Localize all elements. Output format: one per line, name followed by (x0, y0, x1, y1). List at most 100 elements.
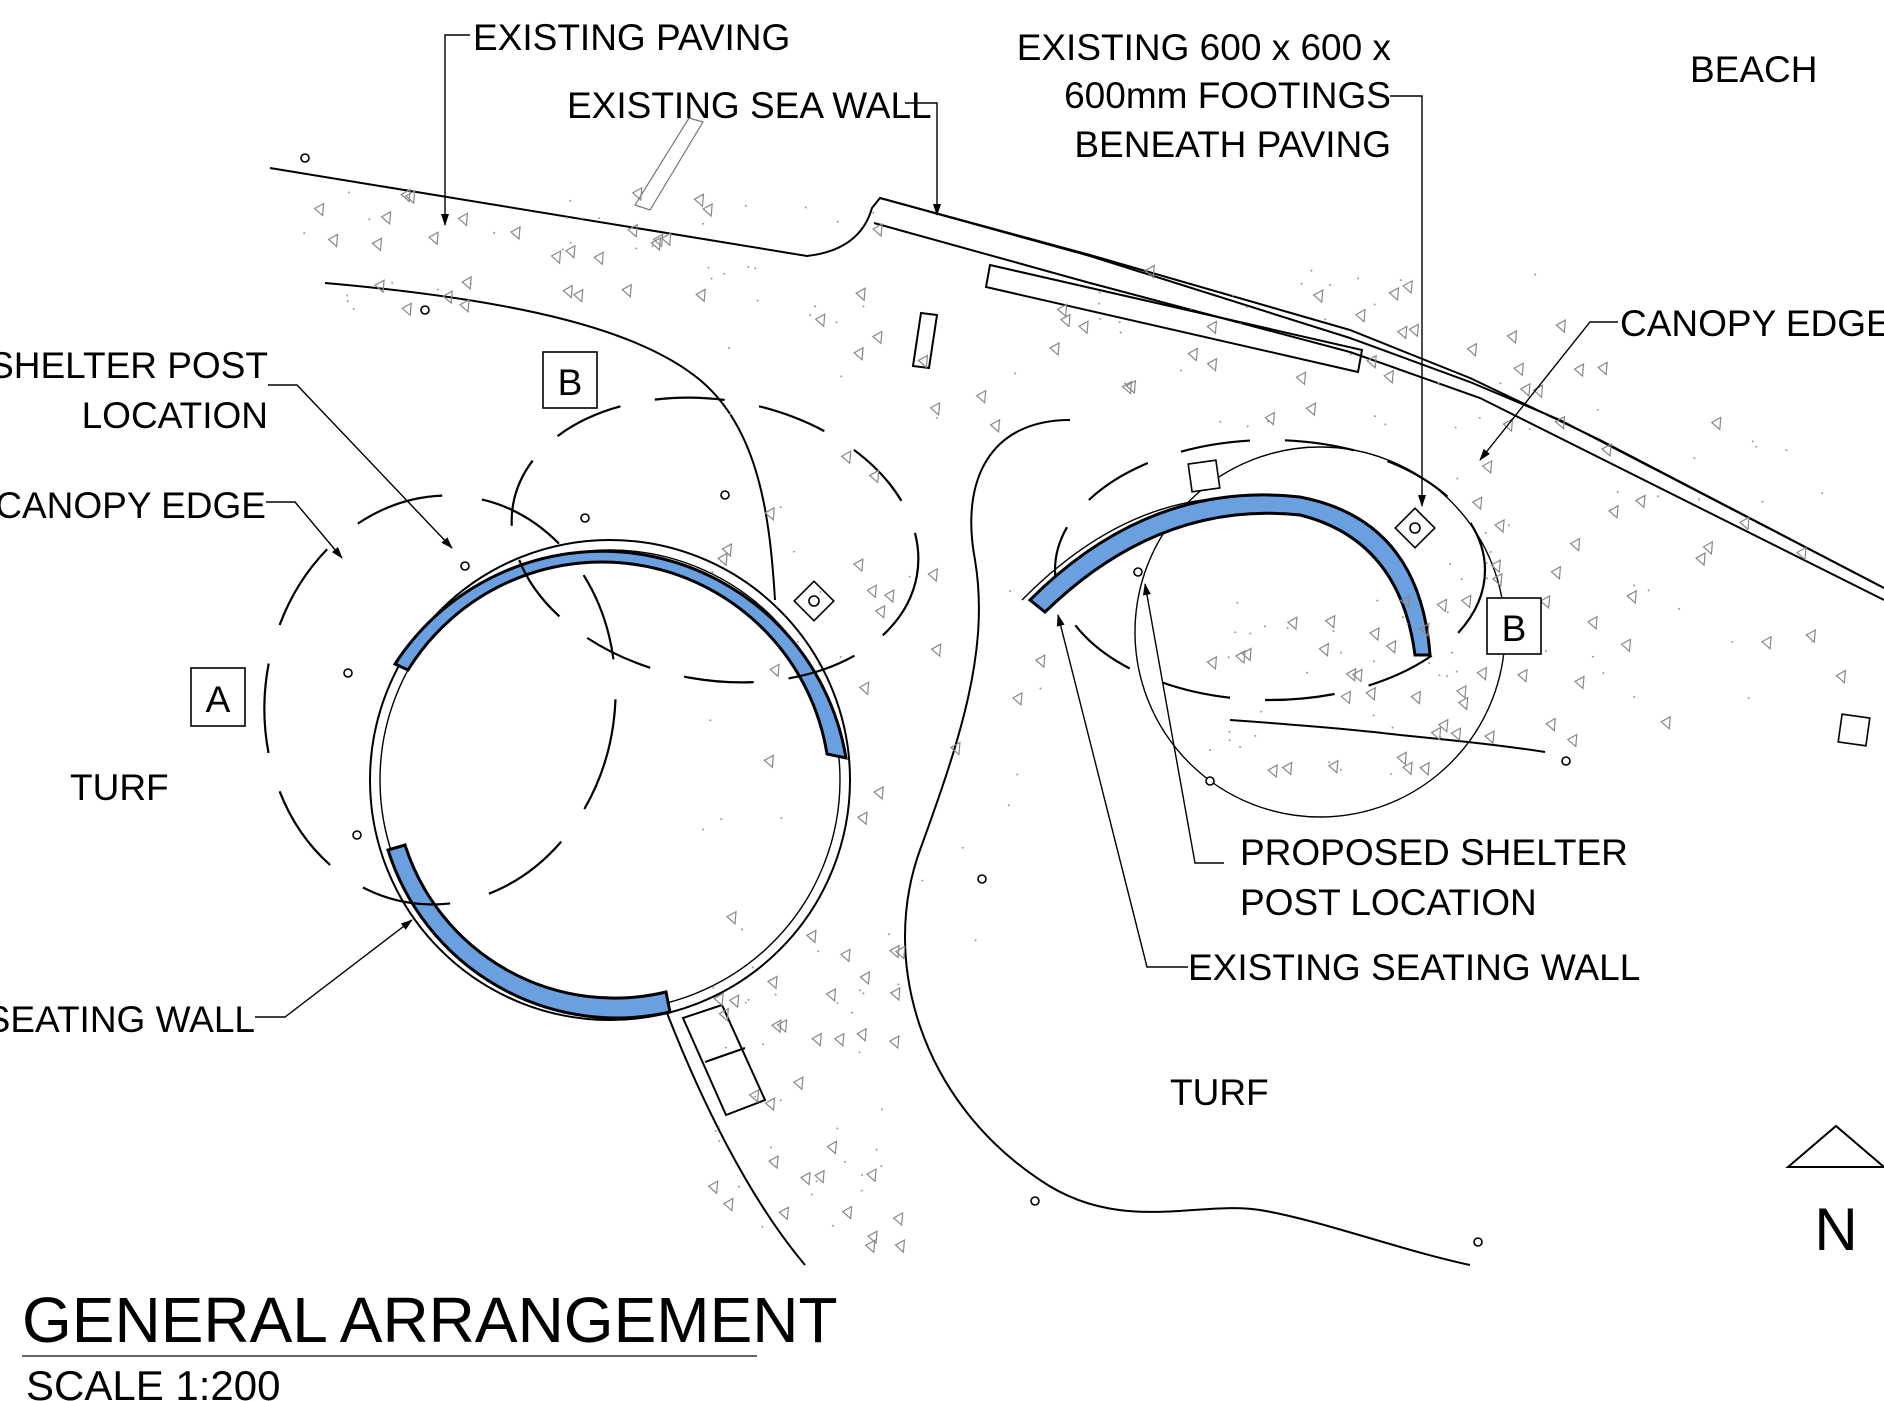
paving-hatch-triangle (776, 1018, 788, 1034)
paving-hatch-triangle (833, 1032, 845, 1047)
paving-hatch-triangle (718, 1007, 730, 1022)
paving-hatch-dot (561, 248, 564, 251)
paving-hatch-dot (880, 1108, 883, 1111)
paving-hatch-triangle (763, 754, 775, 769)
paving-hatch-dot (303, 232, 306, 235)
footing-center-left (808, 595, 820, 607)
paving-hatch-triangle (327, 233, 339, 248)
paving-hatch-triangle (1318, 642, 1330, 657)
paving-hatch-dot (1236, 601, 1239, 604)
paving-hatch-dot (817, 950, 820, 953)
paving-hatch-triangle (866, 584, 878, 599)
turf-edge-central (904, 419, 1471, 1266)
leader-canopy-edge-right (1479, 321, 1618, 461)
paving-hatch-dot (711, 571, 714, 574)
paving-hatch-triangle (894, 1239, 906, 1254)
paving-hatch-triangle (562, 284, 573, 299)
paving-hatch-triangle (1056, 303, 1068, 318)
paving-hatch-dot (1484, 531, 1487, 534)
drawing-title: GENERAL ARRANGEMENT (22, 1284, 838, 1356)
paving-hatch-triangle (1034, 654, 1046, 669)
label-footings-line3: BENEATH PAVING (1074, 124, 1391, 165)
paving-hatch-dot (858, 989, 861, 992)
paving-hatch-dot (762, 1043, 765, 1046)
paving-hatch-dot (581, 217, 584, 220)
paving-hatch-dot (1228, 739, 1231, 742)
paving-hatch-triangle (1573, 363, 1585, 378)
paving-hatch-triangle (892, 1211, 904, 1227)
paving-hatch-triangle (1835, 669, 1847, 684)
paving-hatch-dot (724, 1046, 727, 1049)
paving-hatch-dot (1249, 632, 1252, 635)
paving-hatch-dot (779, 506, 782, 509)
paving-hatch-triangle (1545, 717, 1556, 732)
paving-hatch-dot (897, 983, 900, 986)
paving-hatch-dot (754, 267, 757, 270)
paving-hatch-triangle (371, 237, 383, 252)
paving-hatch-dot (875, 1148, 878, 1151)
paving-hatch-dot (1446, 674, 1449, 677)
paving-hatch-dot (1437, 382, 1440, 385)
paving-hatch-triangle (975, 389, 987, 404)
paving-hatch-dot (1486, 577, 1489, 580)
paving-hatch-triangle (1327, 759, 1339, 774)
paving-hatch-triangle (1710, 416, 1722, 431)
paving-hatch-dot (754, 1095, 757, 1098)
canopy-edge-b-right (1053, 438, 1487, 702)
paving-hatch-triangle (853, 346, 864, 362)
paving-hatch-dot (1245, 306, 1248, 309)
paving-hatch-dot (1246, 425, 1249, 428)
paving-hatch-triangle (1460, 594, 1472, 609)
paving-hatch-dot (872, 211, 875, 214)
paving-hatch-triangle (1494, 518, 1505, 534)
paving-hatch-triangle (771, 1019, 782, 1034)
leader-footings (1390, 95, 1426, 507)
leader-canopy-edge-left (266, 501, 343, 559)
paving-hatch-dot (819, 590, 822, 593)
paving-hatch-dot (804, 206, 807, 209)
paving-hatch-triangle (1408, 323, 1420, 338)
paving-hatch-dot (1478, 416, 1481, 419)
paving-hatch-triangle (1410, 690, 1422, 705)
paving-hatch-triangle (631, 186, 643, 202)
label-shelter-post-line2: LOCATION (82, 395, 268, 436)
paving-hatch-dot (1616, 490, 1619, 493)
paving-hatch-dot (1747, 697, 1750, 700)
paving-hatch-triangle (778, 1206, 790, 1221)
paving-hatch-dot (728, 346, 731, 349)
tag-b-right-text: B (1502, 608, 1527, 649)
paving-hatch-triangle (1267, 764, 1278, 779)
paving-hatch-triangle (883, 589, 895, 604)
paving-hatch-dot (1254, 734, 1257, 737)
paving-hatch-dot (1324, 318, 1327, 321)
paving-hatch-triangle (792, 1076, 804, 1091)
paving-hatch-dot (1219, 420, 1222, 423)
paving-hatch-triangle (1597, 361, 1608, 376)
paving-hatch-dot (880, 1165, 883, 1168)
label-footings-line1: EXISTING 600 x 600 x (1017, 27, 1392, 68)
paving-hatch-triangle (1059, 313, 1071, 328)
paving-hatch-dot (1340, 651, 1343, 654)
paving-hatch-dot (747, 265, 750, 268)
canopy-edge-a (263, 494, 617, 906)
paving-hatch-dot (844, 1160, 847, 1163)
paving-hatch-dot (1349, 353, 1352, 356)
paving-hatch-triangle (764, 506, 775, 522)
tag-b-left: B (542, 351, 598, 409)
existing-bench-small (911, 311, 939, 370)
existing-seating-wall-b (1027, 493, 1432, 657)
proposed-shelter-post (1187, 459, 1221, 493)
paving-hatch-triangle (1566, 733, 1578, 748)
paving-hatch-dot (1376, 599, 1379, 602)
label-seating-wall: SEATING WALL (0, 999, 255, 1040)
paving-hatch-triangle (871, 330, 883, 345)
existing-bench-long (984, 263, 1364, 374)
paving-hatch-triangle (826, 1140, 838, 1155)
paving-hatch-triangle (313, 202, 325, 217)
paving-hatch-dot (860, 1189, 863, 1192)
paving-hatch-triangle (721, 542, 733, 558)
paving-hatch-dot (1406, 623, 1409, 626)
paving-hatch-triangle (1471, 496, 1483, 511)
paving-hatch-dot (493, 231, 496, 234)
